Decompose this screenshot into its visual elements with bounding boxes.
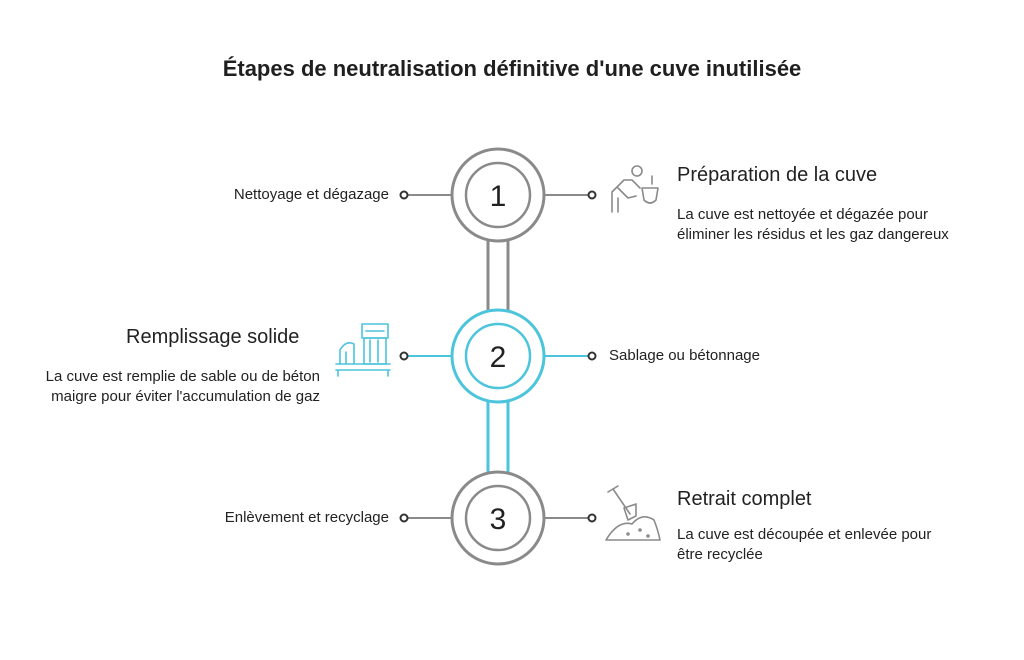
connector-2-3 [486,398,510,474]
step-2-side-label: Sablage ou bétonnage [609,347,760,364]
step-2: 2 [399,308,597,404]
step-1: 1 [399,147,597,243]
connector-1-2 [486,240,510,315]
shovel-pile-icon [605,485,661,541]
step-1-description: La cuve est nettoyée et dégazée pour éli… [677,206,949,243]
step-3-description: La cuve est découpée et enlevée pour êtr… [677,526,932,563]
step-3-heading: Retrait complet [677,488,812,510]
step-2-number: 2 [490,341,507,374]
step-2-inner-ring [464,322,532,390]
step-1-number: 1 [490,180,507,213]
step-3-number: 3 [490,503,507,536]
step-1-side-label: Nettoyage et dégazage [233,186,389,203]
diagram-title: Étapes de neutralisation définitive d'un… [222,56,802,81]
step-1-inner-ring [464,161,532,229]
filling-tank-icon [335,323,391,377]
step-2-heading: Remplissage solide [126,326,300,348]
worker-cleaning-icon [611,165,659,213]
step-3-side-label: Enlèvement et recyclage [224,509,389,526]
step-1-heading: Préparation de la cuve [677,164,878,186]
step-3: 3 [399,470,597,566]
step-3-inner-ring [464,484,532,552]
step-2-description: La cuve est remplie de sable ou de béton… [45,368,320,405]
